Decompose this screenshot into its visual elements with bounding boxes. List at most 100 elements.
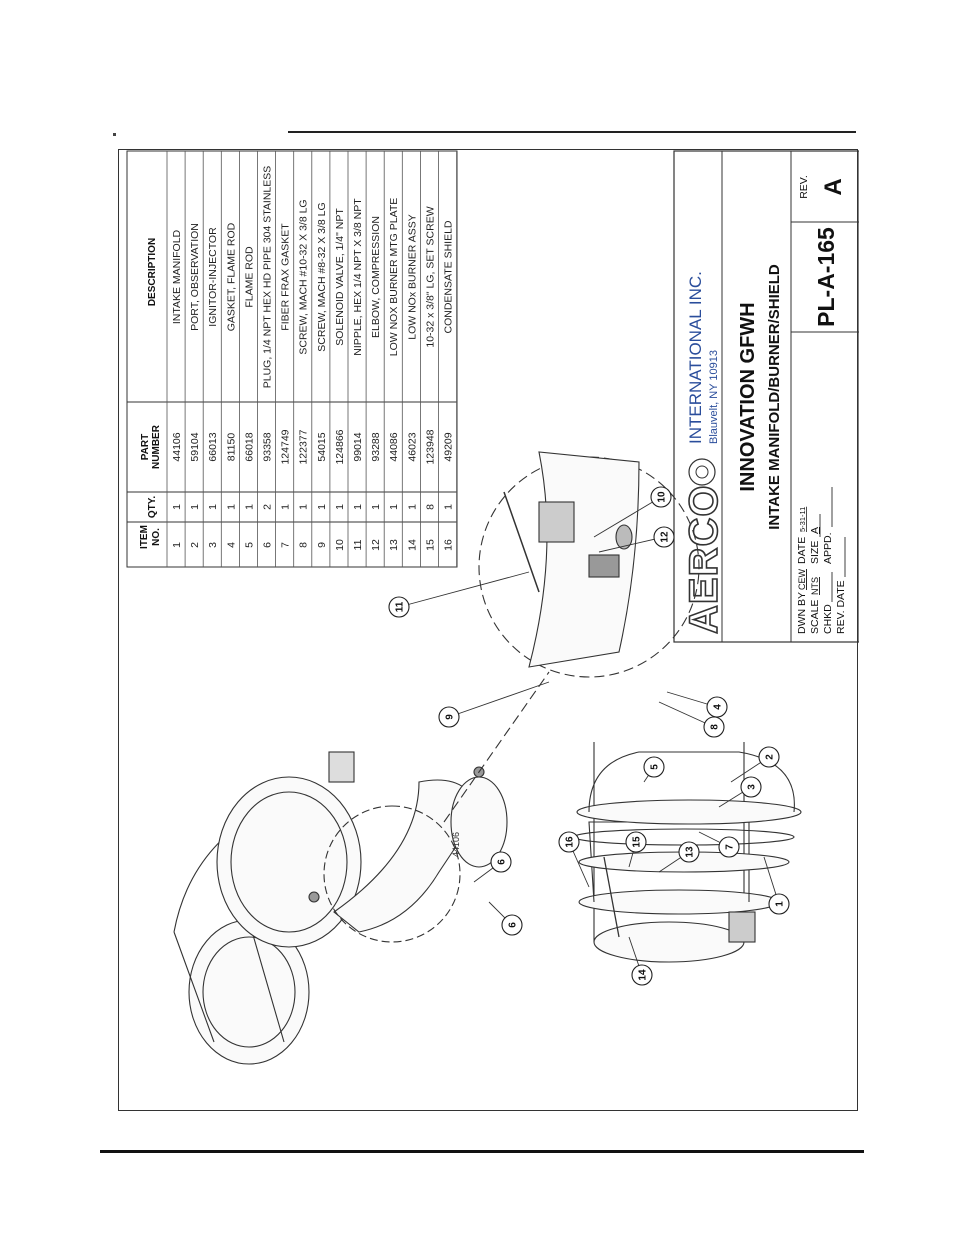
bom-cell-qty: 1 — [207, 504, 219, 510]
logo-sunburst-core — [695, 465, 709, 479]
bom-cell-item: 5 — [243, 542, 255, 548]
callout-balloon — [718, 836, 740, 858]
callout-number: 2 — [765, 754, 776, 760]
callout-number: 14 — [638, 969, 649, 981]
bom-cell-description: INTAKE MANIFOLD — [171, 229, 183, 324]
drawn-by-value: CEW — [797, 568, 807, 590]
bom-cell-description: PLUG, 1/4 NPT HEX HD PIPE 304 STAINLESS — [262, 166, 274, 389]
appd-label: APPD. — [822, 532, 834, 564]
bom-cell-description: ELBOW, COMPRESSION — [370, 216, 382, 338]
callout-number: 12 — [660, 531, 671, 543]
bom-header-item-2: NO. — [151, 528, 162, 546]
callout-balloon — [438, 706, 460, 728]
bom-cell-item: 6 — [262, 542, 274, 548]
bom-cell-qty: 1 — [443, 504, 455, 510]
bom-cell-qty: 1 — [388, 504, 400, 510]
bom-cell-part: 124866 — [334, 429, 346, 464]
bom-cell-description: CONDENSATE SHIELD — [443, 220, 455, 333]
bom-cell-item: 9 — [316, 542, 328, 548]
callout-number: 4 — [713, 704, 724, 710]
bom-cell-qty: 1 — [370, 504, 382, 510]
bom-cell-qty: 1 — [225, 504, 237, 510]
plug-6a — [308, 891, 320, 903]
bom-cell-description: IGNITOR-INJECTOR — [207, 227, 219, 327]
rev-date-label: REV. DATE — [835, 580, 847, 634]
footer-rule — [100, 1150, 864, 1153]
callout-leader — [398, 571, 530, 608]
callout-number: 1 — [775, 901, 786, 907]
bom-cell-part: 49209 — [443, 432, 455, 461]
detail-plate — [528, 451, 640, 668]
callout-balloon — [653, 526, 675, 548]
callout-number: 7 — [725, 844, 736, 850]
callout-number: 15 — [632, 836, 643, 848]
bom-cell-part: 93358 — [262, 432, 274, 461]
callout-balloon — [650, 486, 672, 508]
callout-balloon — [625, 831, 647, 853]
drawing-canvas: ITEM NO. QTY. PART NUMBER DESCRIPTION 11… — [126, 150, 860, 1065]
manifold-plate-inner — [230, 791, 348, 933]
aerco-logo: AERCO — [681, 458, 727, 635]
manifold-base — [576, 799, 802, 825]
bom-cell-item: 2 — [189, 542, 201, 548]
callout-number: 3 — [747, 784, 758, 790]
callout-number: 10 — [657, 491, 668, 503]
callout-number: 13 — [685, 846, 696, 858]
size-value: A — [809, 527, 821, 534]
callout-balloon — [558, 831, 580, 853]
callout-number: 8 — [710, 724, 721, 730]
detail-leader — [443, 671, 550, 823]
bom-cell-part: 44086 — [388, 432, 400, 461]
bom-cell-part: 124749 — [280, 429, 292, 464]
callout-balloon — [643, 756, 665, 778]
callout-balloon — [631, 964, 653, 986]
manifold-elbow — [333, 779, 480, 933]
drawing-subtitle: INTAKE MANIFOLD/BURNER/SHIELD — [766, 264, 783, 530]
burner-rod — [603, 856, 620, 938]
solenoid-valve — [538, 501, 575, 543]
bom-cell-part: 44106 — [171, 432, 183, 461]
bom-cell-item: 3 — [207, 542, 219, 548]
bom-cell-item: 8 — [298, 542, 310, 548]
bom-cell-description: LOW NOX BURNER MTG PLATE — [388, 198, 400, 357]
drawn-by-label: DWN BY — [796, 592, 808, 634]
bom-cell-part: 123948 — [424, 429, 436, 464]
bom-cell-qty: 1 — [316, 504, 328, 510]
bom-header-item-1: ITEM — [139, 525, 150, 549]
flame-rod — [503, 491, 540, 593]
callout-leader — [593, 496, 662, 538]
bom-header-qty: QTY. — [147, 496, 158, 518]
bom-cell-qty: 1 — [334, 504, 346, 510]
header-rule — [288, 131, 856, 133]
callout-balloon — [388, 596, 410, 618]
burner-top-opening — [593, 921, 745, 963]
chkd-label: CHKD — [822, 604, 834, 634]
bom-cell-description: SOLENOID VALVE, 1/4" NPT — [334, 208, 346, 346]
bom-header-part-2: NUMBER — [151, 424, 162, 469]
bom-cell-description: PORT, OBSERVATION — [189, 223, 201, 331]
detail-view — [478, 451, 700, 678]
callout-number: 11 — [395, 601, 406, 612]
bom-cell-qty: 1 — [298, 504, 310, 510]
title-block: AERCO INTERNATIONAL INC. Blauvelt, NY 10… — [673, 150, 860, 643]
bom-cell-description: FIBER FRAX GASKET — [280, 223, 292, 331]
scale-value: NTS — [810, 577, 820, 595]
date-value: 5-31-11 — [798, 507, 807, 532]
callout-number: 9 — [445, 714, 456, 720]
bom-cell-part: 66013 — [207, 432, 219, 461]
drawing-info: DWN BY CEW DATE 5-31-11 SCALE NTS SIZE A… — [796, 487, 847, 634]
callout-balloon — [678, 841, 700, 863]
callout-number: 6 — [508, 922, 519, 928]
callout-balloon — [501, 914, 523, 936]
burner-body — [588, 751, 795, 813]
callout-number: 5 — [650, 764, 661, 770]
bom-cell-qty: 1 — [406, 504, 418, 510]
bill-of-materials: ITEM NO. QTY. PART NUMBER DESCRIPTION 11… — [126, 150, 458, 568]
bom-cell-item: 13 — [388, 539, 400, 551]
bom-cell-part: 59104 — [189, 432, 201, 461]
intake-manifold-illustration: 44106 — [173, 671, 550, 1065]
date-label: DATE — [796, 537, 808, 564]
company-address: Blauvelt, NY 10913 — [708, 350, 720, 444]
ignitor-bracket — [588, 554, 620, 578]
